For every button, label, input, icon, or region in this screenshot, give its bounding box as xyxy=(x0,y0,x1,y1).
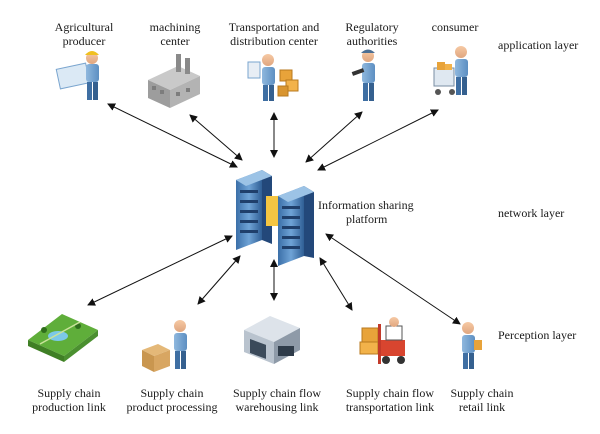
node-label-line: production link xyxy=(32,400,106,414)
factory-icon xyxy=(148,54,200,108)
inspector-with-flashlight-icon xyxy=(351,49,375,101)
node-label-line: platform xyxy=(346,212,388,226)
node-label-line: Supply chain xyxy=(140,386,204,400)
warehouse-icon xyxy=(244,316,300,364)
node-label-line: center xyxy=(160,34,190,48)
node-label-line: authorities xyxy=(346,34,398,48)
node-label-production-link: Supply chain production link xyxy=(14,386,124,414)
node-label-line: retail link xyxy=(458,400,506,414)
arrow-to-consumer xyxy=(317,109,439,171)
node-label-line: distribution center xyxy=(230,34,318,48)
forklift-icon xyxy=(359,317,405,364)
shopping-cart-icon xyxy=(433,46,468,95)
arrow-to-regulatory-authorities xyxy=(305,111,363,163)
node-label-line: Information sharing xyxy=(318,198,414,212)
node-label-line: warehousing link xyxy=(235,400,319,414)
node-label-line: Supply chain flow xyxy=(346,386,434,400)
arrow-to-agricultural-producer xyxy=(107,103,238,168)
node-label-transportation-center: Transportation and distribution center xyxy=(218,20,330,48)
worker-with-boxes-icon xyxy=(247,54,299,101)
node-label-line: Agricultural xyxy=(54,20,114,34)
layer-label-network: network layer xyxy=(498,206,565,220)
node-label-line: transportation link xyxy=(345,400,435,414)
node-label-line: producer xyxy=(62,34,106,48)
node-label-line: Supply chain xyxy=(450,386,514,400)
node-label-machining-center: machining center xyxy=(135,20,215,48)
node-label-line: Supply chain flow xyxy=(233,386,321,400)
node-label-line: Supply chain xyxy=(37,386,101,400)
layer-label-application: application layer xyxy=(498,38,579,52)
arrow-to-transportation-link xyxy=(319,257,353,311)
node-label-line: consumer xyxy=(431,20,479,34)
server-icon xyxy=(236,170,314,266)
node-label-transportation-link: Supply chain flow transportation link xyxy=(332,386,448,414)
node-label-agricultural-producer: Agricultural producer xyxy=(44,20,124,48)
node-label-retail-link: Supply chain retail link xyxy=(440,386,524,414)
retail-worker-icon xyxy=(462,322,482,369)
connection-arrows xyxy=(87,103,461,325)
worker-packing-icon xyxy=(142,320,187,372)
node-label-line: product processing xyxy=(126,400,218,414)
farm-field-icon xyxy=(28,314,98,362)
node-label-consumer: consumer xyxy=(415,20,495,34)
arrow-to-machining-center xyxy=(189,114,243,161)
arrow-to-production-link xyxy=(87,235,233,306)
farmer-with-map-icon xyxy=(55,51,99,100)
arrow-to-retail-link xyxy=(325,233,461,325)
node-label-regulatory-authorities: Regulatory authorities xyxy=(332,20,412,48)
arrow-to-product-processing xyxy=(197,255,241,305)
node-label-line: machining xyxy=(149,20,201,34)
node-label-warehousing-link: Supply chain flow warehousing link xyxy=(222,386,332,414)
layer-label-perception: Perception layer xyxy=(498,328,577,342)
node-label-product-processing: Supply chain product processing xyxy=(114,386,230,414)
node-label-information-platform: Information sharing platform xyxy=(318,198,438,226)
node-label-line: Regulatory xyxy=(345,20,399,34)
node-label-line: Transportation and xyxy=(228,20,320,34)
